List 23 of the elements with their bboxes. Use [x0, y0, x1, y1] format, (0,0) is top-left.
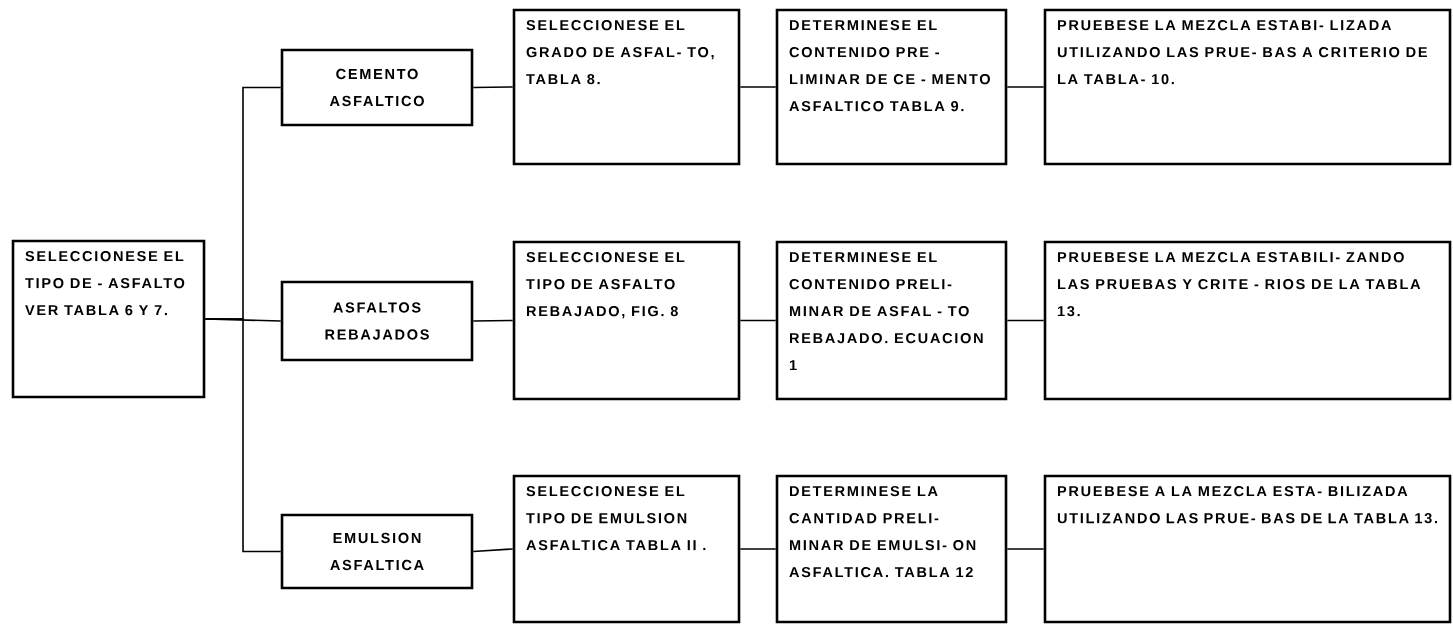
- connector-line: [204, 318, 282, 553]
- connector-line: [1006, 86, 1045, 88]
- step-box: SELECCIONESE EL TIPO DE - ASFALTO VER TABLA 6 Y 7.: [11, 239, 206, 399]
- category-box: ASFALTOS REBAJADOS: [280, 280, 474, 362]
- connector-line: [739, 319, 777, 322]
- step-box: SELECCIONESE EL TIPO DE EMULSION ASFALTICA TABLA II .: [512, 474, 741, 624]
- category-box: EMULSION ASFALTICA: [280, 513, 474, 590]
- step-box: DETERMINESE EL CONTENIDO PRE - LIMINAR DE CE - MENTO ASFALTICO TABLA 9.: [775, 8, 1008, 166]
- step-box: SELECCIONESE EL TIPO DE ASFALTO REBAJADO, FIG. 8: [512, 240, 741, 401]
- step-box: PRUEBESE LA MEZCLA ESTABI- LIZADA UTILIZANDO LAS PRUE- BAS A CRITERIO DE LA TABLA- 10.: [1043, 8, 1452, 166]
- step-box: DETERMINESE LA CANTIDAD PRELI- MINAR DE EMULSI- ON ASFALTICA. TABLA 12: [775, 474, 1008, 624]
- step-box: SELECCIONESE EL GRADO DE ASFAL- TO, TABLA 8.: [512, 8, 741, 166]
- connector-line: [472, 319, 514, 322]
- connector-line: [1006, 548, 1045, 550]
- connector-line: [739, 86, 777, 88]
- connector-line: [739, 548, 777, 550]
- connector-line: [472, 86, 514, 89]
- step-box: DETERMINESE EL CONTENIDO PRELI- MINAR DE ASFAL - TO REBAJADO. ECUACION 1: [775, 240, 1008, 401]
- step-box: PRUEBESE LA MEZCLA ESTABILI- ZANDO LAS PRUEBAS Y CRITE - RIOS DE LA TABLA 13.: [1043, 240, 1452, 401]
- connector-line: [472, 548, 514, 553]
- category-box: CEMENTO ASFALTICO: [280, 48, 474, 127]
- step-box: PRUEBESE A LA MEZCLA ESTA- BILIZADA UTILIZANDO LAS PRUE- BAS DE LA TABLA 13.: [1043, 474, 1452, 624]
- connector-line: [1006, 319, 1045, 322]
